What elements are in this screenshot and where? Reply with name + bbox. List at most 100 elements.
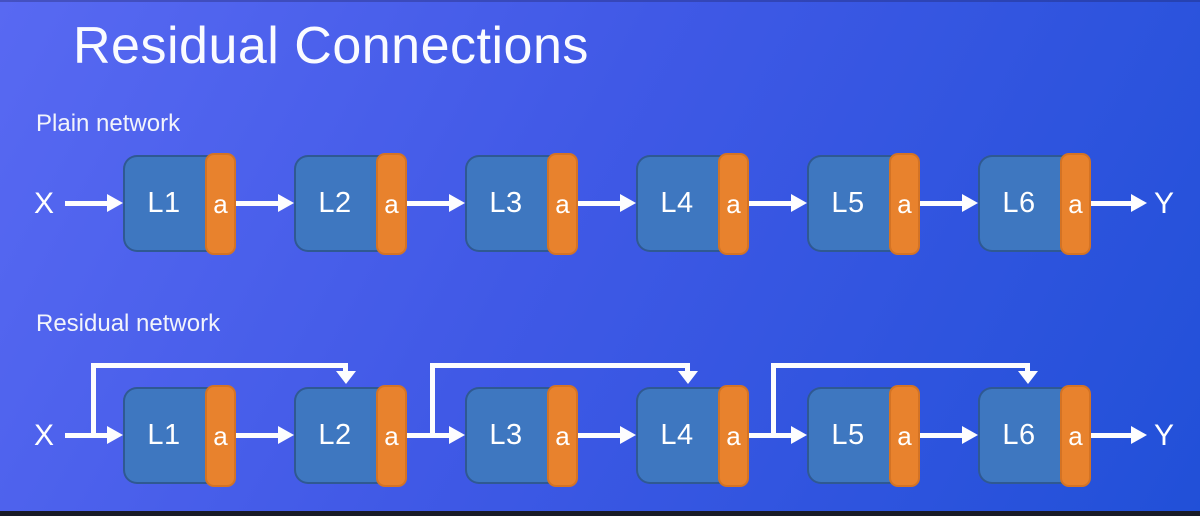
activation-strip: a <box>889 385 920 487</box>
connector-arrow <box>749 194 807 212</box>
layer-block-l3: L3 a <box>465 153 578 255</box>
activation-strip: a <box>376 385 407 487</box>
arrow-shaft <box>407 201 450 206</box>
activation-strip: a <box>1060 153 1091 255</box>
skip-connection-2-riser <box>430 363 435 438</box>
layer-block-l1: L1 a <box>123 153 236 255</box>
arrow-shaft <box>65 433 108 438</box>
arrow-shaft <box>236 433 279 438</box>
layer-block-l5: L5 a <box>807 385 920 487</box>
skip-connection-1-line <box>91 363 348 368</box>
connector-arrow <box>578 194 636 212</box>
arrow-shaft <box>578 201 621 206</box>
input-arrow <box>65 426 123 444</box>
plain-network-row: X L1 a L2 a L3 a L4 a L5 a L6 a <box>0 153 1200 255</box>
arrowhead-down-icon <box>336 371 356 384</box>
layer-label: L4 <box>660 187 694 219</box>
arrowhead-right-icon <box>1131 426 1147 444</box>
residual-network-row: X L1 a L2 a L3 a L4 a L5 a L6 a <box>0 385 1200 487</box>
layer-block-l5: L5 a <box>807 153 920 255</box>
arrowhead-right-icon <box>449 194 465 212</box>
arrow-shaft <box>1091 201 1132 206</box>
activation-strip: a <box>205 385 236 487</box>
layer-label: L3 <box>489 187 523 219</box>
arrowhead-right-icon <box>107 426 123 444</box>
output-arrow <box>1091 194 1147 212</box>
arrow-shaft <box>578 433 621 438</box>
output-label: Y <box>1153 186 1174 220</box>
skip-connection-1-drop <box>343 363 348 373</box>
layer-block-l1: L1 a <box>123 385 236 487</box>
arrowhead-right-icon <box>791 194 807 212</box>
input-label: X <box>33 186 54 220</box>
slide-title: Residual Connections <box>73 17 589 75</box>
activation-strip: a <box>889 153 920 255</box>
connector-arrow <box>920 426 978 444</box>
layer-label: L2 <box>318 187 352 219</box>
layer-label: L4 <box>660 419 694 451</box>
layer-label: L5 <box>831 187 865 219</box>
arrowhead-right-icon <box>620 194 636 212</box>
arrow-shaft <box>407 433 450 438</box>
arrowhead-right-icon <box>1131 194 1147 212</box>
arrowhead-right-icon <box>278 194 294 212</box>
arrowhead-down-icon <box>678 371 698 384</box>
connector-arrow <box>236 194 294 212</box>
top-edge-shade <box>0 0 1200 2</box>
activation-strip: a <box>718 385 749 487</box>
layer-label: L1 <box>147 419 181 451</box>
input-arrow <box>65 194 123 212</box>
arrow-shaft <box>1091 433 1132 438</box>
activation-strip: a <box>718 153 749 255</box>
arrowhead-down-icon <box>1018 371 1038 384</box>
skip-connection-3-drop <box>1025 363 1030 373</box>
arrow-shaft <box>236 201 279 206</box>
connector-arrow <box>920 194 978 212</box>
arrowhead-right-icon <box>449 426 465 444</box>
layer-block-l3: L3 a <box>465 385 578 487</box>
output-label: Y <box>1153 418 1174 452</box>
layer-label: L1 <box>147 187 181 219</box>
bottom-bar <box>0 511 1200 516</box>
layer-label: L6 <box>1002 187 1036 219</box>
layer-label: L3 <box>489 419 523 451</box>
input-label: X <box>33 418 54 452</box>
activation-strip: a <box>205 153 236 255</box>
arrowhead-right-icon <box>791 426 807 444</box>
layer-block-l6: L6 a <box>978 385 1091 487</box>
layer-block-l2: L2 a <box>294 153 407 255</box>
arrow-shaft <box>749 201 792 206</box>
arrowhead-right-icon <box>107 194 123 212</box>
skip-connection-2-line <box>430 363 690 368</box>
arrowhead-right-icon <box>620 426 636 444</box>
activation-strip: a <box>1060 385 1091 487</box>
connector-arrow <box>578 426 636 444</box>
skip-connection-2-drop <box>685 363 690 373</box>
layer-block-l2: L2 a <box>294 385 407 487</box>
skip-connection-1-riser <box>91 363 96 438</box>
activation-strip: a <box>547 385 578 487</box>
connector-arrow <box>236 426 294 444</box>
layer-block-l4: L4 a <box>636 385 749 487</box>
activation-strip: a <box>376 153 407 255</box>
arrowhead-right-icon <box>962 194 978 212</box>
connector-arrow <box>749 426 807 444</box>
activation-strip: a <box>547 153 578 255</box>
layer-label: L5 <box>831 419 865 451</box>
arrow-shaft <box>920 433 963 438</box>
skip-connection-3-riser <box>771 363 776 438</box>
arrowhead-right-icon <box>278 426 294 444</box>
connector-arrow <box>407 194 465 212</box>
residual-network-label: Residual network <box>36 310 221 337</box>
skip-connection-3-line <box>771 363 1030 368</box>
connector-arrow <box>407 426 465 444</box>
arrow-shaft <box>749 433 792 438</box>
layer-block-l4: L4 a <box>636 153 749 255</box>
arrow-shaft <box>920 201 963 206</box>
arrow-shaft <box>65 201 108 206</box>
output-arrow <box>1091 426 1147 444</box>
plain-network-label: Plain network <box>36 110 181 137</box>
layer-block-l6: L6 a <box>978 153 1091 255</box>
layer-label: L2 <box>318 419 352 451</box>
